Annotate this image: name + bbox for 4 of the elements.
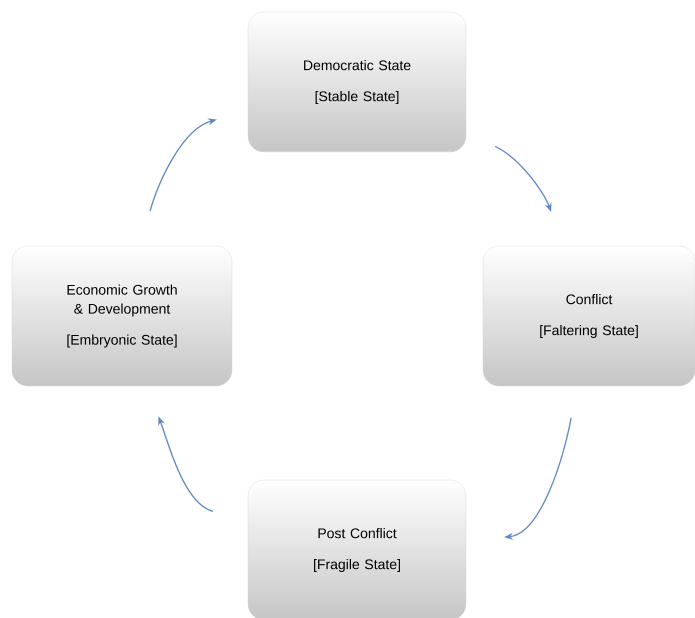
state-box: Economic Growth & Development [Embryonic State] bbox=[12, 246, 232, 386]
state-box: Conflict [Faltering State] bbox=[482, 246, 695, 386]
state-box: Post Conflict [Fragile State] bbox=[248, 480, 466, 618]
state-box: Democratic State [Stable State] bbox=[248, 12, 466, 152]
